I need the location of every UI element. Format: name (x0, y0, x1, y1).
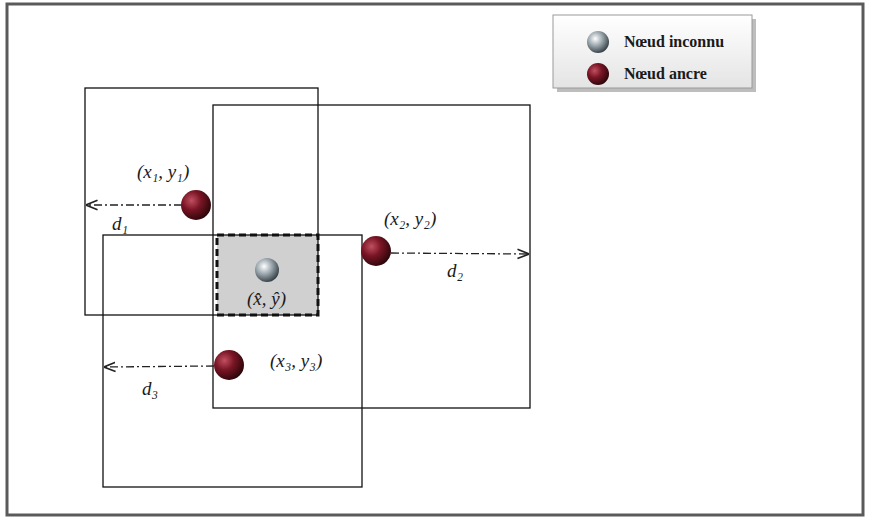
legend-text: Nœud ancre (624, 65, 707, 83)
legend-box (553, 15, 752, 88)
anchor-node-symbol (587, 63, 609, 85)
bounding-square (85, 88, 318, 315)
range-arrow (87, 204, 182, 205)
range-arrow (105, 366, 214, 367)
range-label: d₁ (112, 214, 128, 235)
anchor-node (181, 190, 211, 220)
legend-text: Nœud inconnu (624, 33, 724, 51)
unknown-node (255, 258, 279, 282)
anchor-node (361, 236, 391, 266)
intersection-area (217, 235, 318, 315)
range-label: d₂ (447, 261, 463, 282)
anchor-node (214, 350, 244, 380)
range-label: d₃ (142, 379, 158, 400)
range-arrow (391, 253, 528, 254)
intersection-outline (217, 235, 318, 315)
bounding-square (213, 105, 530, 408)
anchor-coordinate: (x₃, y₃) (270, 351, 322, 372)
anchor-coordinate: (x₁, y₁) (137, 162, 189, 183)
bounding-square (103, 235, 362, 487)
outer-frame (7, 4, 863, 515)
unknown-node-symbol (587, 31, 609, 53)
estimated-coordinate: (x̂, ŷ) (247, 289, 286, 310)
anchor-coordinate: (x₂, y₂) (384, 209, 436, 230)
